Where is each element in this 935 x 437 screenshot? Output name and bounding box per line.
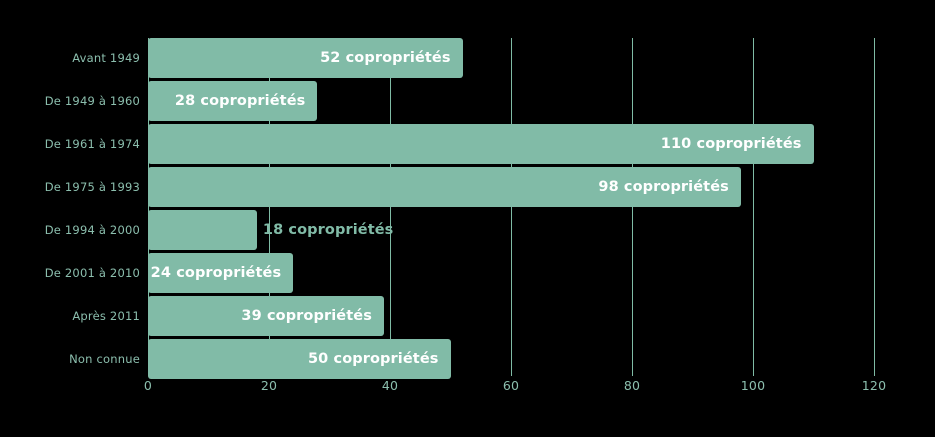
bar-row[interactable]: 24 copropriétés	[148, 253, 874, 293]
x-tick-label-120: 120	[861, 378, 887, 393]
x-tick-label-80: 80	[623, 378, 641, 393]
x-tick-label-100: 100	[740, 378, 766, 393]
x-tick-label-20: 20	[260, 378, 278, 393]
gridline-60	[511, 38, 512, 376]
category-label-2: De 1961 à 1974	[44, 137, 140, 151]
category-label-1: De 1949 à 1960	[44, 94, 140, 108]
bar-row[interactable]: 28 copropriétés	[148, 81, 874, 121]
bar-value-label-1: 28 copropriétés	[174, 93, 306, 109]
x-tick-label-0: 0	[143, 378, 153, 393]
bar-row[interactable]: 52 copropriétés	[148, 38, 874, 78]
bar-3[interactable]	[148, 167, 741, 207]
bar-value-label-4: 18 copropriétés	[262, 222, 394, 238]
plot-area: 52 copropriétés 28 copropriétés 110 coprop…	[148, 38, 875, 379]
bar-6[interactable]	[148, 296, 384, 336]
bar-2[interactable]	[148, 124, 814, 164]
category-label-3: De 1975 à 1993	[44, 180, 140, 194]
gridline-80	[632, 38, 633, 376]
bar-row[interactable]: 39 copropriétés	[148, 296, 874, 336]
bar-0[interactable]	[148, 38, 463, 78]
y-axis-category-labels: Avant 1949 De 1949 à 1960 De 1961 à 1974…	[0, 38, 140, 376]
category-label-5: De 2001 à 2010	[44, 266, 140, 280]
bar-value-label-2: 110 copropriétés	[660, 136, 802, 152]
bar-4[interactable]	[148, 210, 257, 250]
bar-value-label-0: 52 copropriétés	[320, 50, 451, 66]
bar-value-label-5: 24 copropriétés	[150, 265, 282, 281]
bar-row[interactable]: 18 copropriétés	[148, 210, 874, 250]
gridline-120	[874, 38, 875, 376]
category-label-4: De 1994 à 2000	[44, 223, 140, 237]
gridline-40	[390, 38, 391, 376]
bar-row[interactable]: 50 copropriétés	[148, 339, 874, 379]
x-tick-label-40: 40	[381, 378, 399, 393]
bar-rows: 52 copropriétés 28 copropriétés 110 coprop…	[148, 38, 874, 379]
x-axis: 0 20 40 60 80 100 120	[144, 376, 886, 402]
gridline-0	[148, 38, 149, 376]
category-label-7: Non connue	[69, 352, 140, 366]
bar-row[interactable]: 110 copropriétés	[148, 124, 874, 164]
gridline-20	[269, 38, 270, 376]
bar-7[interactable]	[148, 339, 451, 379]
bar-1[interactable]	[148, 81, 318, 121]
gridline-100	[753, 38, 754, 376]
bar-value-label-7: 50 copropriétés	[307, 351, 439, 367]
bar-row[interactable]: 98 copropriétés	[148, 167, 874, 207]
x-tick-label-60: 60	[502, 378, 520, 393]
category-label-0: Avant 1949	[72, 51, 140, 65]
bar-value-label-6: 39 copropriétés	[241, 308, 372, 324]
bar-5[interactable]	[148, 253, 294, 293]
bar-value-label-3: 98 copropriétés	[598, 179, 729, 195]
category-label-6: Après 2011	[72, 309, 140, 323]
